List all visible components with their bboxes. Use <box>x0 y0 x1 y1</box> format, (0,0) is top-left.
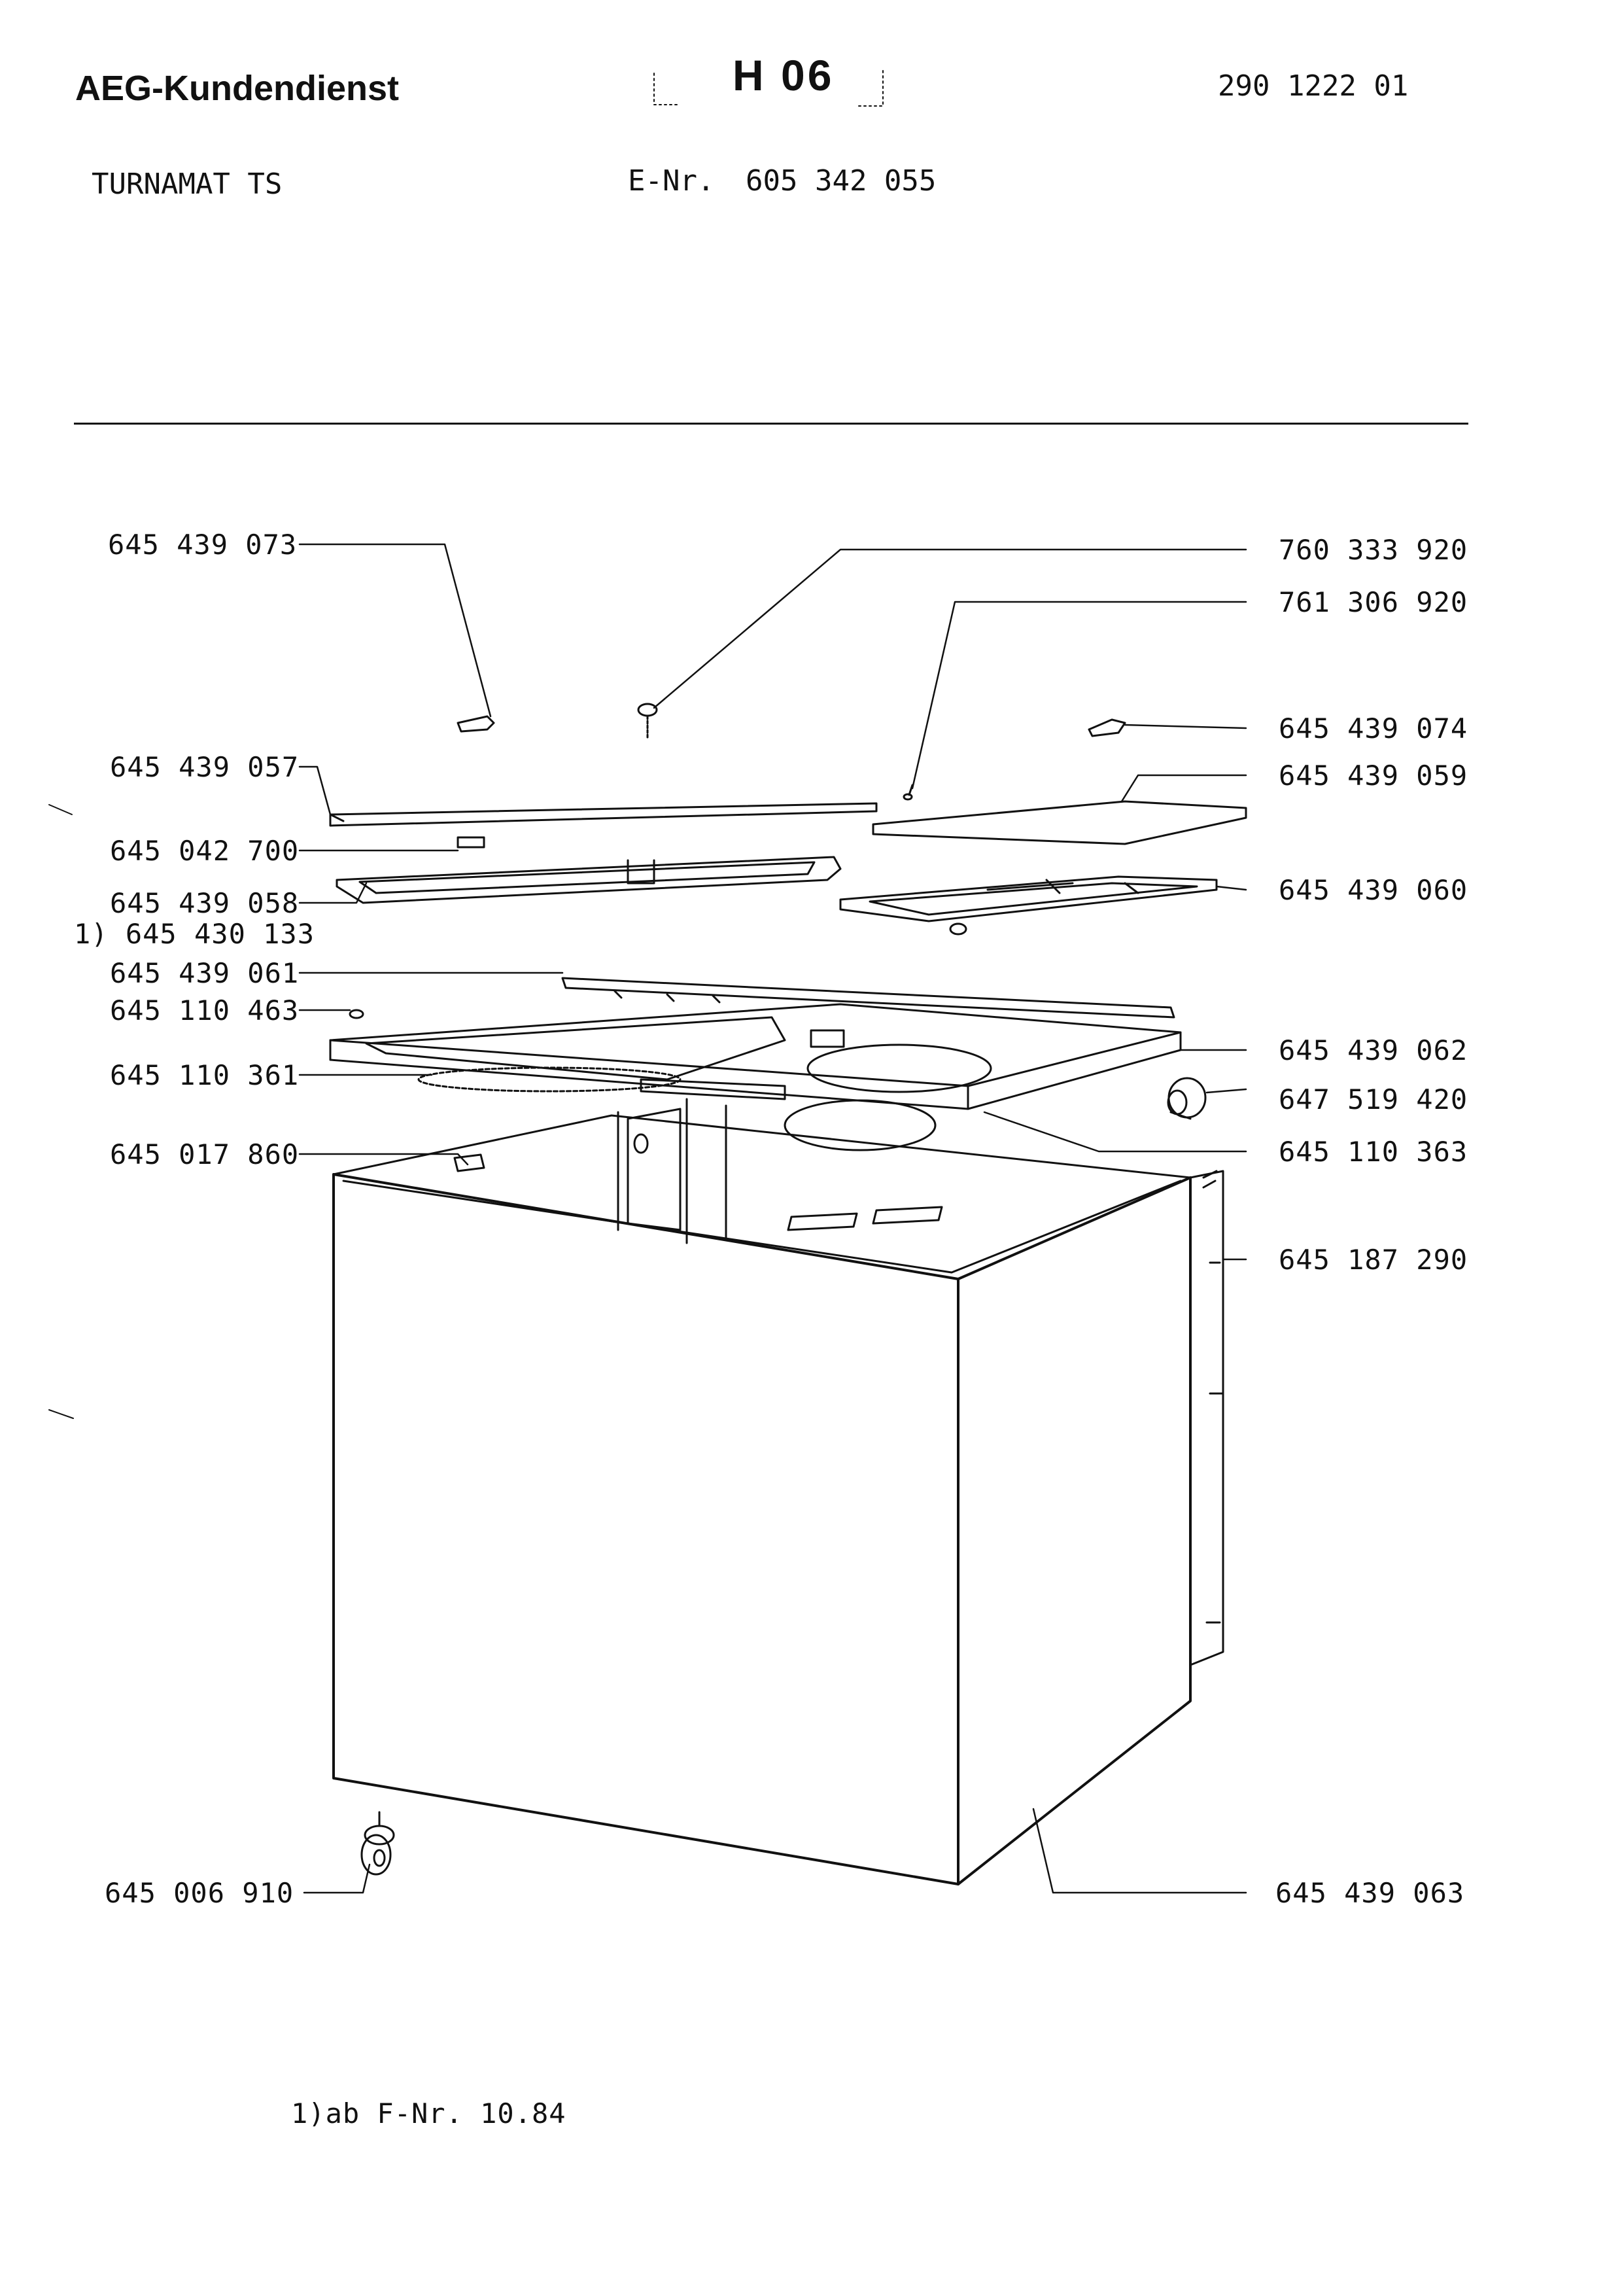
header-divider <box>74 423 1468 425</box>
part-label-right: 645 439 060 <box>1279 874 1468 906</box>
part-label-left: 645 439 057 <box>110 751 300 783</box>
part-label-left: 645 110 463 <box>110 994 300 1026</box>
part-label-right: 761 306 920 <box>1279 586 1468 618</box>
part-label-left: 645 042 700 <box>110 835 300 867</box>
part-label-right: 645 439 059 <box>1279 760 1468 792</box>
small-clip-left <box>457 715 495 733</box>
part-label-right: 645 187 290 <box>1279 1244 1468 1276</box>
enr-label: E-Nr. <box>628 164 715 198</box>
part-label-left: 645 439 073 <box>108 529 298 561</box>
document-number: 290 1222 01 <box>1218 69 1409 103</box>
castor-wheel <box>360 1811 395 1876</box>
screw <box>637 703 658 741</box>
part-label-right: 645 439 074 <box>1279 712 1468 745</box>
part-label-left: 645 439 061 <box>110 957 300 989</box>
part-label-left: 645 006 910 <box>105 1877 294 1909</box>
leader-lines-right <box>653 548 1247 1894</box>
part-label-left: 1) 645 430 133 <box>74 918 315 950</box>
right-frame <box>839 875 1218 936</box>
knob <box>1167 1077 1207 1120</box>
top-panel <box>329 977 1182 1110</box>
left-cover <box>329 802 878 827</box>
part-label-right: 645 439 062 <box>1279 1034 1468 1066</box>
part-label-right: 645 110 363 <box>1279 1136 1468 1168</box>
part-label-right: 760 333 920 <box>1279 534 1468 566</box>
leader-lines-left <box>298 543 564 1894</box>
part-label-left: 645 110 361 <box>110 1059 300 1091</box>
code-corner-marks <box>653 70 884 107</box>
part-label-left: 645 017 860 <box>110 1138 300 1170</box>
small-clip-right <box>1088 718 1126 737</box>
cabinet-body <box>332 1098 1224 1885</box>
part-label-right: 645 439 063 <box>1275 1877 1465 1909</box>
brand-title: AEG-Kundendienst <box>75 69 399 108</box>
enr-value: 605 342 055 <box>746 164 937 198</box>
model-name: TURNAMAT TS <box>92 167 283 201</box>
footnote: 1)ab F-Nr. 10.84 <box>291 2097 566 2129</box>
left-frame <box>336 836 842 904</box>
small-screw <box>903 784 914 801</box>
seal-ring-left <box>417 1066 682 1093</box>
right-cover <box>872 800 1247 845</box>
part-label-right: 647 519 420 <box>1279 1083 1468 1115</box>
seal-ring-right <box>784 1099 937 1151</box>
section-code: H 06 <box>733 51 835 99</box>
foot-clip <box>453 1153 485 1172</box>
part-label-left: 645 439 058 <box>110 887 300 919</box>
